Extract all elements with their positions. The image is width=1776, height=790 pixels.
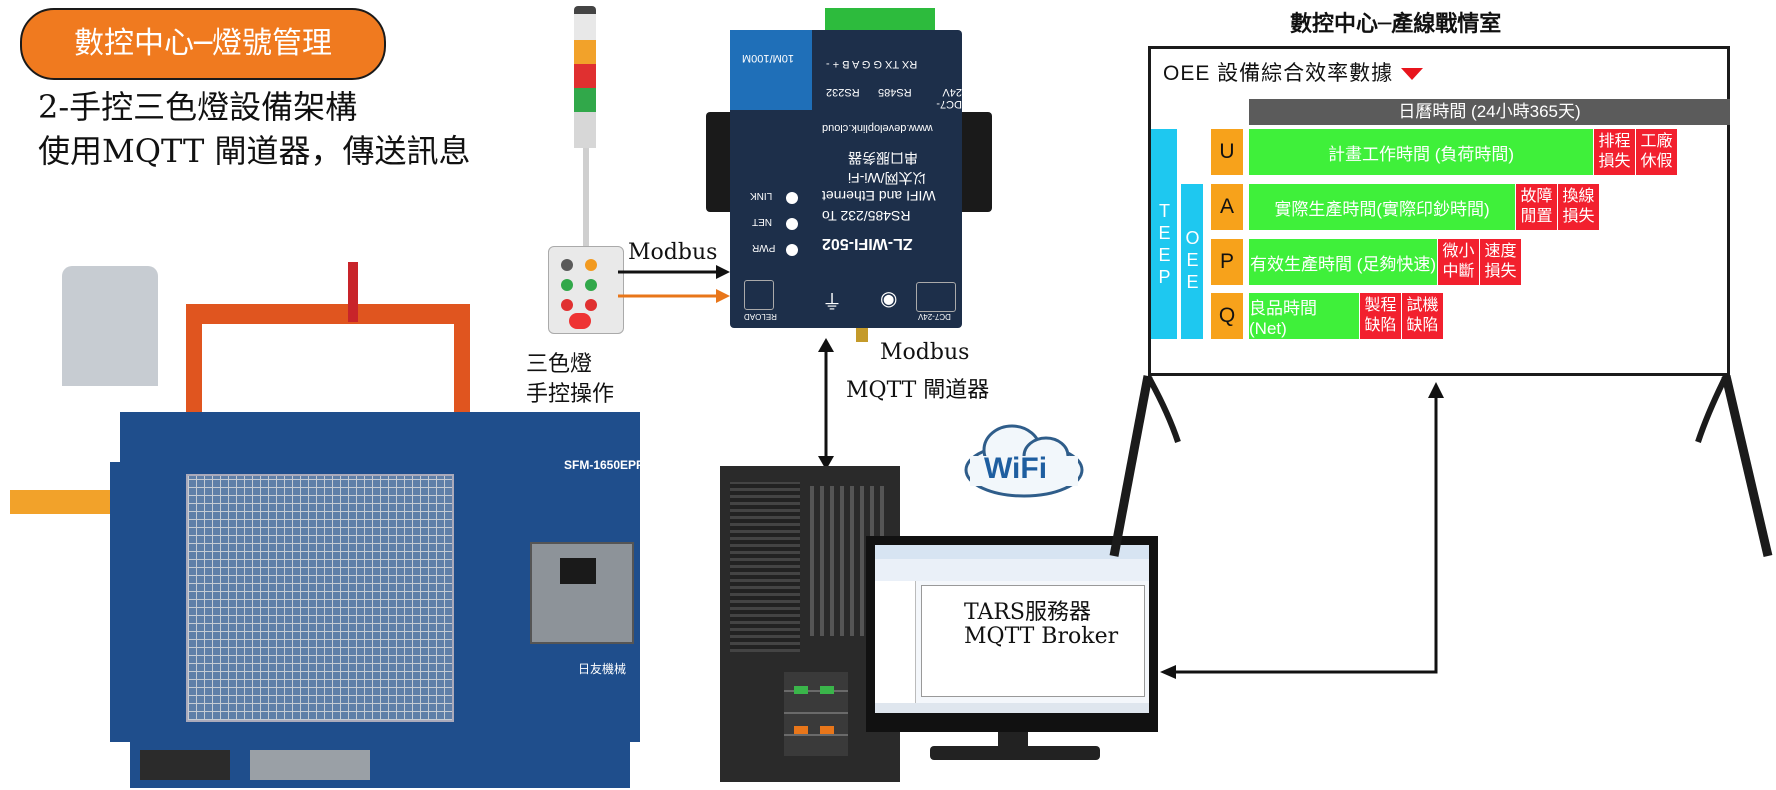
mqtt-gateway: 10M/100M RS232 RS485 DC7-24V RX TX G G A… [730, 30, 962, 328]
antenna-connector [856, 328, 868, 342]
machine-brand: 日友機械 [578, 662, 627, 676]
gateway-dc: DC7-24V [936, 86, 962, 110]
lamp-caption-1: 三色燈 [526, 352, 593, 377]
bar-effective-time: 有效生產時間 (足夠快速) [1249, 239, 1437, 285]
gateway-caption-1: Modbus [880, 340, 970, 365]
oee-heading: OEE 設備綜合效率數據 [1163, 57, 1424, 87]
server-monitor [866, 536, 1158, 732]
monitor-neck [998, 732, 1028, 748]
terminal-block [825, 8, 935, 30]
loss-schedule: 排程損失 [1593, 129, 1635, 175]
reload-button [744, 280, 774, 310]
gateway-pins: RX TX G G A B + - [826, 58, 918, 70]
stack-light-icon [574, 6, 596, 148]
antenna-icon: ◉ [880, 286, 898, 310]
level-u: U [1211, 129, 1243, 175]
loss-speed: 速度損失 [1479, 239, 1521, 285]
calendar-bar: 日曆時間 (24小時365天) [1249, 99, 1730, 125]
gateway-rs485: RS485 [878, 86, 912, 98]
lamp-pole [583, 148, 589, 248]
gateway-caption-2: MQTT 閘道器 [846, 378, 990, 403]
machine-model: SFM-1650EPP [564, 458, 645, 472]
monitor-stand [930, 746, 1100, 760]
page-title: 數控中心─燈號管理 [20, 8, 386, 80]
server-label-1: TARS服務器 [964, 600, 1091, 625]
gateway-model: ZL-WIFI-502 [822, 235, 913, 252]
dropdown-triangle-icon [1401, 68, 1424, 81]
gateway-desc-3: 以太网/Wi-Fi [848, 170, 927, 186]
gateway-site: www.developlink.cloud [822, 122, 933, 134]
gateway-rs232: RS232 [826, 86, 860, 98]
oee-column: OEE [1181, 184, 1203, 339]
display-stand [1109, 374, 1773, 558]
loss-minor-stop: 微小中斷 [1437, 239, 1479, 285]
subtitle-line-1: 2-手控三色燈設備架構 [38, 88, 358, 126]
oee-display: OEE 設備綜合效率數據 日曆時間 (24小時365天) TEEP OEE U … [1148, 46, 1730, 376]
usb-icon: ⏚ [822, 290, 842, 314]
monitor-screen [875, 545, 1149, 713]
lamp-caption-2: 手控操作 [526, 382, 615, 407]
wifi-cloud-icon [964, 424, 1084, 498]
control-box [548, 246, 624, 334]
loss-process-defect: 製程缺陷 [1359, 293, 1401, 339]
teep-column: TEEP [1151, 129, 1177, 339]
bar-good-time: 良品時間 (Net) [1249, 293, 1359, 339]
subtitle-line-2: 使用MQTT 閘道器，傳送訊息 [38, 132, 471, 170]
server-label-2: MQTT Broker [964, 624, 1119, 649]
server-display-arrow [1160, 382, 1444, 679]
gateway-desc-4: 串口服务器 [848, 150, 918, 166]
gateway-desc-2: WIFI and Ethernet [822, 188, 936, 204]
bar-planned-time: 計畫工作時間 (負荷時間) [1249, 129, 1593, 175]
dc-jack-icon [916, 282, 956, 312]
bar-actual-time: 實際生產時間(實際印鈔時間) [1249, 184, 1515, 230]
loss-changeover: 換線損失 [1557, 184, 1599, 230]
modbus-arrows [618, 265, 730, 303]
level-q: Q [1211, 293, 1243, 339]
gateway-leds [786, 192, 798, 256]
loss-trial-defect: 試機缺陷 [1401, 293, 1443, 339]
loss-breakdown: 故障閒置 [1515, 184, 1557, 230]
war-room-title: 數控中心─產線戰情室 [1290, 11, 1502, 37]
gateway-desc-1: RS485/232 To [822, 208, 911, 224]
modbus-label: Modbus [628, 240, 718, 265]
gateway-server-arrow [818, 338, 834, 470]
loss-holiday: 工廠休假 [1635, 129, 1677, 175]
molding-machine: SFM-1650EPP 日友機械 [10, 262, 660, 788]
level-p: P [1211, 239, 1243, 285]
wifi-label: WiFi [984, 452, 1048, 485]
gateway-port-strip: 10M/100M [730, 30, 812, 110]
level-a: A [1211, 184, 1243, 230]
